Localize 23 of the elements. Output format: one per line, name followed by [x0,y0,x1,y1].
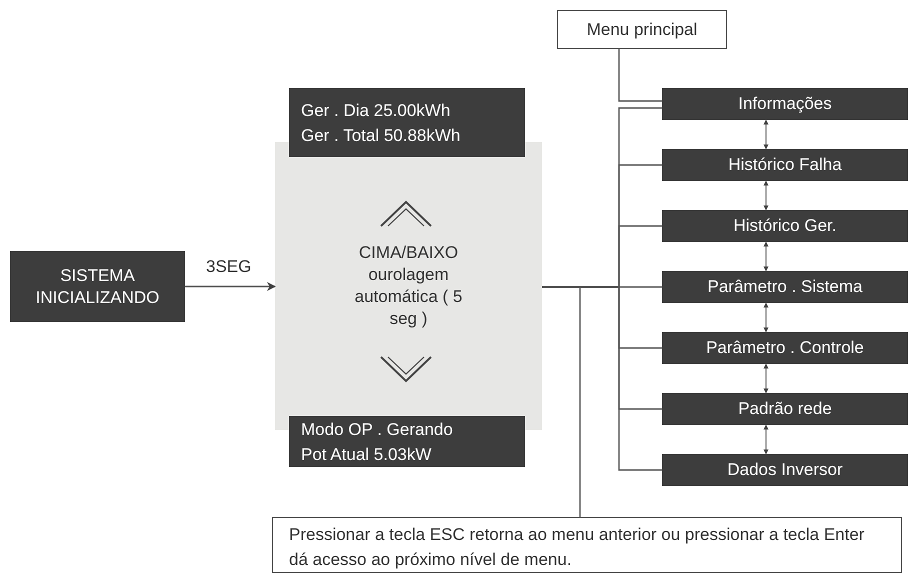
menu-item: Padrão rede [662,393,908,425]
arrow [185,282,276,291]
arrow [764,424,768,454]
menu-item: Histórico Falha [662,149,908,181]
edge-label: 3SEG [206,258,252,275]
arrow [764,302,768,332]
menu-item: Parâmetro . Sistema [662,271,908,303]
arrow [764,242,768,272]
display-readout: Ger . Dia 25.00kWh Ger . Total 50.88kWh [289,88,525,157]
menu-item: Parâmetro . Controle [662,332,908,364]
menu-header-box: Menu principal [557,10,727,49]
arrow [764,364,768,394]
connector-line [542,286,581,517]
status-box: SISTEMA INICIALIZANDO [10,251,185,322]
menu-item: Dados Inversor [662,454,908,486]
scroll-instruction: CIMA/BAIXO ourolagem automática ( 5 seg ) [354,242,464,330]
arrow [764,180,768,210]
arrow [764,120,768,150]
menu-item: Histórico Ger. [662,210,908,242]
menu-item: Informações [662,88,908,120]
connector-line [618,49,662,102]
note-box: Pressionar a tecla ESC retorna ao menu anterior ou pressionar a tecla Enter dá acesso ao próximo nível de menu. [272,517,902,573]
display-readout: Modo OP . Gerando Pot Atual 5.03kW [289,416,525,467]
